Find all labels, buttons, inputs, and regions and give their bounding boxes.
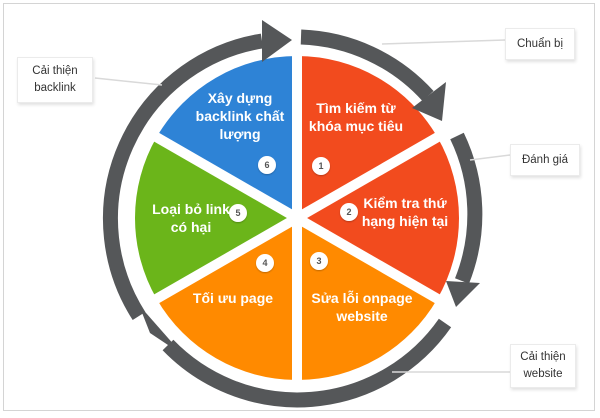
callout-cai-thien-backlink: Cải thiện backlink	[17, 57, 93, 103]
arrowhead-right-lower	[446, 281, 480, 307]
step-6-label-line-3: lượng	[219, 126, 260, 142]
callout-text: Đánh giá	[521, 153, 569, 166]
step-badge-6: 6	[264, 160, 269, 170]
callout-chuan-bi: Chuẩn bị	[505, 28, 575, 60]
step-badge-5: 5	[235, 208, 240, 218]
callout-cai-thien-website: Cải thiện website	[510, 344, 576, 388]
step-6-label-line-2: backlink chất	[196, 108, 285, 124]
arrow-heads	[139, 20, 480, 355]
slice-5	[134, 137, 297, 299]
step-5-label-line-1: Loại bỏ link	[152, 201, 230, 217]
step-badges	[229, 156, 358, 272]
arrow-right	[450, 132, 483, 284]
callout-text-line-2: backlink	[34, 82, 76, 94]
wheel-slices	[134, 50, 460, 386]
step-5-label-line-2: có hại	[171, 219, 211, 235]
step-1-label-line-1: Tìm kiếm từ	[316, 100, 396, 116]
callout-text-line-1: Cải thiện	[520, 351, 566, 363]
step-badge-4: 4	[262, 258, 267, 268]
slice-6	[156, 56, 297, 218]
callout-text-line-2: website	[523, 368, 563, 380]
slice-2	[297, 137, 460, 299]
slice-3	[297, 218, 438, 380]
callout-text-line-1: Cải thiện	[32, 65, 78, 77]
step-1-label-line-2: khóa mục tiêu	[309, 118, 403, 134]
callout-connectors	[94, 39, 511, 373]
callout-danh-gia: Đánh giá	[510, 144, 580, 176]
callout-text: Chuẩn bị	[516, 37, 564, 50]
step-3-label-line-2: website	[335, 308, 388, 324]
step-6-label-line-1: Xây dựng	[208, 90, 273, 106]
step-badge-1: 1	[318, 161, 323, 171]
slice-1	[297, 56, 438, 218]
arrowhead-top	[262, 20, 292, 62]
arrow-bottom	[162, 318, 452, 408]
step-badge-2: 2	[346, 207, 351, 217]
arrow-top-right	[300, 29, 434, 102]
step-2-label-line-2: hạng hiện tại	[362, 213, 448, 229]
arrowhead-upper-right	[412, 82, 446, 121]
arrow-top-left	[102, 33, 264, 321]
step-4-label-line-1: Tối ưu page	[193, 290, 273, 306]
cycle-arrows	[102, 29, 483, 408]
step-badge-3: 3	[316, 256, 321, 266]
step-3-label-line-1: Sửa lỗi onpage	[311, 290, 412, 306]
arrowhead-lower-left	[139, 305, 183, 355]
step-2-label-line-1: Kiểm tra thứ	[363, 195, 447, 211]
